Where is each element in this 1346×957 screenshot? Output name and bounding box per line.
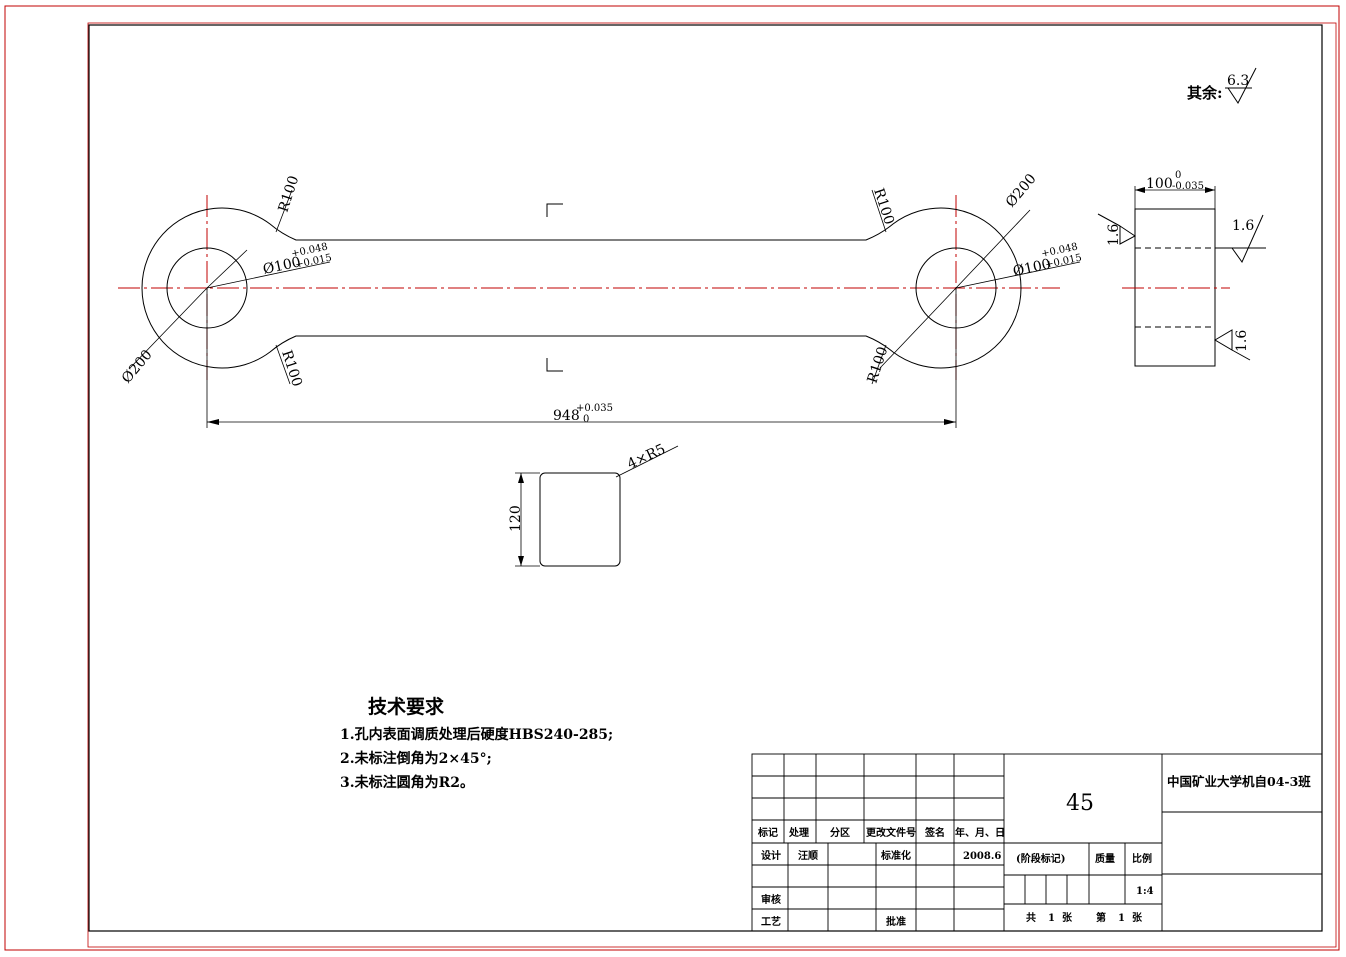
center-distance-nominal: 948 xyxy=(553,408,580,424)
tech-requirement-1: 1.孔内表面调质处理后硬度HBS240-285; xyxy=(340,726,613,743)
drawing-frame xyxy=(88,24,1323,932)
surface-finish-rest-label: 其余: xyxy=(1187,84,1223,102)
radius-bottom-right: R100 xyxy=(865,345,892,385)
tb-sheets-current-pre: 第 xyxy=(1096,911,1106,924)
tb-header-date: 年、月、日 xyxy=(955,826,1005,839)
tb-sheets-current-post: 张 xyxy=(1132,911,1143,924)
link-outline xyxy=(141,207,1022,369)
tech-requirement-2: 2.未标注倒角为2×45°; xyxy=(340,750,492,767)
roughness-bottom: 1.6 xyxy=(1234,330,1250,352)
section-body xyxy=(539,472,621,567)
center-distance-upper: +0.035 xyxy=(576,403,613,414)
surface-finish-rest: 其余: 6.3 xyxy=(1187,67,1257,104)
tb-sheets-total: 1 xyxy=(1048,913,1055,924)
tb-header-zone: 分区 xyxy=(830,826,850,839)
roughness-left: 1.6 xyxy=(1106,224,1122,246)
boss-left-dim: Ø200 xyxy=(119,347,156,387)
tb-mass-label: 质量 xyxy=(1095,852,1115,865)
bore-left-nominal: Ø100 xyxy=(262,254,303,278)
tb-approve-label: 批准 xyxy=(886,915,906,928)
outer-border xyxy=(4,5,1340,951)
side-width-upper: 0 xyxy=(1175,170,1181,181)
tb-header-change-doc: 更改文件号 xyxy=(866,826,916,839)
tb-scale-label: 比例 xyxy=(1132,852,1152,865)
tb-material: 45 xyxy=(1066,791,1094,816)
title-block: 标记 处理 分区 更改文件号 签名 年、月、日 设计 汪顺 标准化 2008.6… xyxy=(751,753,1323,932)
radius-bottom-left: R100 xyxy=(278,348,305,388)
tech-requirement-3: 3.未标注圆角为R2。 xyxy=(340,774,474,791)
tb-sheets-total-pre: 共 xyxy=(1026,911,1036,924)
tb-design-date: 2008.6 xyxy=(963,851,1001,862)
center-distance-lower: 0 xyxy=(583,414,589,425)
side-view: 100 0 -0.035 1.6 1.6 1.6 xyxy=(1097,170,1266,367)
surface-finish-rest-value: 6.3 xyxy=(1227,73,1249,89)
tb-header-mark: 标记 xyxy=(757,826,778,839)
tb-design-label: 设计 xyxy=(761,849,781,862)
side-width-lower: -0.035 xyxy=(1172,181,1204,192)
tb-std-label: 标准化 xyxy=(880,849,911,862)
side-width-nominal: 100 xyxy=(1146,176,1173,192)
tb-stage-label: (阶段标记) xyxy=(1016,852,1065,865)
tb-header-process: 处理 xyxy=(788,826,809,839)
radius-top-right: R100 xyxy=(870,186,897,226)
section-height: 120 xyxy=(508,505,524,532)
roughness-right: 1.6 xyxy=(1232,218,1254,234)
tb-sheets-total-post: 张 xyxy=(1062,911,1073,924)
inner-frame-red xyxy=(87,22,1337,948)
section-fillet: 4×R5 xyxy=(625,441,668,472)
tb-sheets-current: 1 xyxy=(1118,913,1125,924)
boss-right-dim: Ø200 xyxy=(1003,171,1040,211)
tb-design-name: 汪顺 xyxy=(798,849,818,862)
tb-review-label: 审核 xyxy=(761,893,781,906)
tb-school: 中国矿业大学机自04-3班 xyxy=(1167,774,1311,789)
tb-header-signature: 签名 xyxy=(924,826,945,839)
tech-requirements: 技术要求 1.孔内表面调质处理后硬度HBS240-285; 2.未标注倒角为2×… xyxy=(340,695,613,791)
tech-requirements-title: 技术要求 xyxy=(368,695,445,718)
front-view: Ø200 Ø200 Ø100 +0.048 +0.015 Ø100 +0.048… xyxy=(118,171,1083,428)
section-view: 120 4×R5 xyxy=(508,441,679,567)
tb-scale-value: 1:4 xyxy=(1136,886,1154,897)
bore-right-nominal: Ø100 xyxy=(1012,256,1053,280)
tb-process-label: 工艺 xyxy=(761,915,781,928)
radius-top-left: R100 xyxy=(276,174,303,214)
